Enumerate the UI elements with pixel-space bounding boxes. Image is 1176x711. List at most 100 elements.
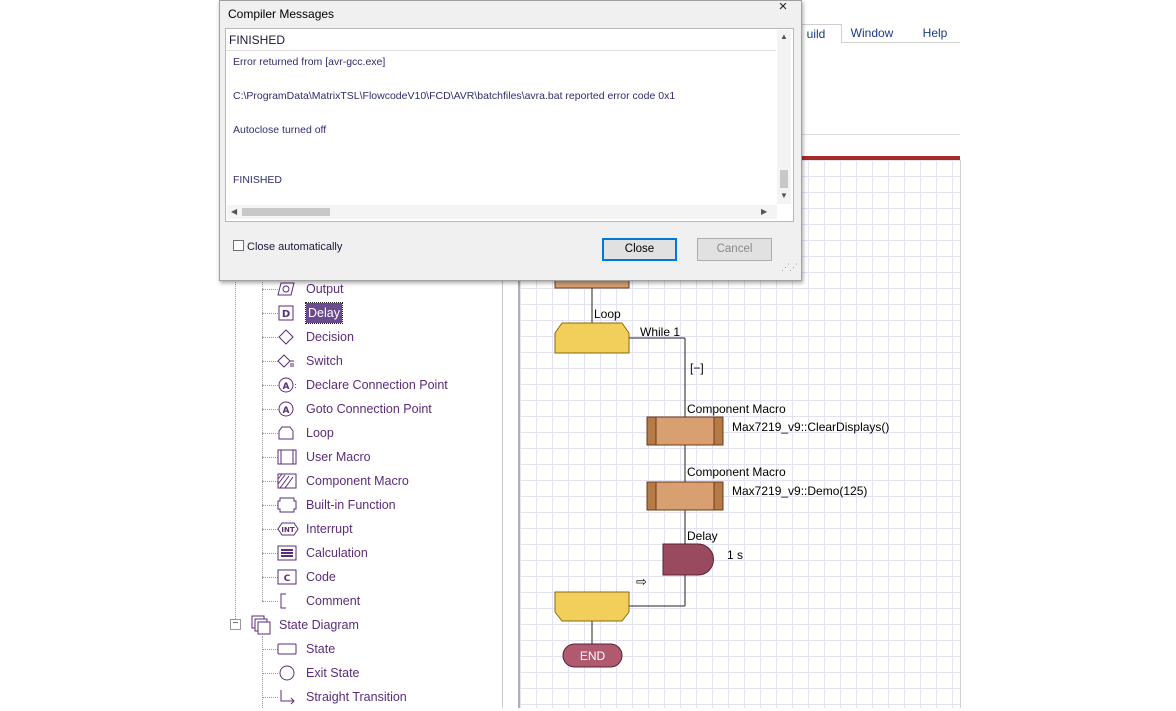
- collapse-icon[interactable]: −: [230, 619, 241, 630]
- close-icon[interactable]: ×: [778, 0, 788, 15]
- tree-item-label: Straight Transition: [306, 690, 407, 704]
- tree-connector: [262, 385, 278, 386]
- svg-text:A: A: [283, 406, 290, 416]
- command-tree-panel: [219, 279, 503, 708]
- goto-connection-point-icon: A: [277, 401, 295, 417]
- tree-item-straight-transition[interactable]: Straight Transition: [219, 687, 502, 707]
- message-line: C:\ProgramData\MatrixTSL\FlowcodeV10\FCD…: [233, 90, 676, 102]
- horizontal-scroll-thumb[interactable]: [242, 208, 330, 216]
- user-macro-icon: [277, 449, 297, 465]
- loop-end-block[interactable]: [554, 591, 630, 622]
- tree-item-label: Code: [306, 570, 336, 584]
- output-icon: [277, 281, 295, 297]
- message-line: Error returned from [avr-gcc.exe]: [233, 56, 386, 68]
- tree-item-output[interactable]: Output: [219, 279, 502, 299]
- decision-icon: [277, 329, 295, 345]
- delay-block[interactable]: [662, 543, 714, 576]
- messages-header: FINISHED: [229, 33, 286, 47]
- tree-item-state[interactable]: State: [219, 639, 502, 659]
- tree-item-comment[interactable]: Comment: [219, 591, 502, 611]
- tree-item-component-macro[interactable]: Component Macro: [219, 471, 502, 491]
- tree-guide-line: [262, 636, 263, 708]
- tree-item-label: Switch: [306, 354, 343, 368]
- calculation-icon: [277, 545, 297, 561]
- menu-window[interactable]: Window: [850, 26, 894, 40]
- tree-item-code[interactable]: C Code: [219, 567, 502, 587]
- menu-build[interactable]: uild: [790, 24, 842, 43]
- tree-item-label: Declare Connection Point: [306, 378, 448, 392]
- code-icon: C: [277, 569, 297, 585]
- tree-item-interrupt[interactable]: INT Interrupt: [219, 519, 502, 539]
- state-diagram-icon: [251, 615, 271, 635]
- cancel-button[interactable]: Cancel: [697, 238, 772, 261]
- checkbox-icon[interactable]: [233, 240, 244, 251]
- menu-help[interactable]: Help: [922, 26, 948, 40]
- declare-connection-point-icon: A:: [277, 377, 297, 393]
- close-automatically-label: Close automatically: [247, 241, 343, 253]
- delay-title: Delay: [687, 529, 718, 543]
- messages-header-divider: [226, 50, 776, 51]
- close-automatically-checkbox[interactable]: Close automatically: [233, 240, 342, 253]
- vertical-scroll-thumb[interactable]: [780, 170, 788, 188]
- builtin-function-icon: [277, 497, 297, 513]
- tree-item-label: State: [306, 642, 336, 656]
- tree-item-decision[interactable]: Decision: [219, 327, 502, 347]
- macro1-call: Max7219_v9::ClearDisplays(): [732, 420, 890, 434]
- resize-grip-icon[interactable]: ⋰⋰: [781, 262, 798, 272]
- cursor-icon: ⇨: [636, 574, 647, 589]
- tree-item-declare-connection-point[interactable]: A: Declare Connection Point: [219, 375, 502, 395]
- tree-item-builtin-function[interactable]: Built-in Function: [219, 495, 502, 515]
- loop-collapse-toggle[interactable]: [−]: [690, 361, 704, 375]
- svg-text:C: C: [284, 574, 291, 584]
- loop-start-block[interactable]: [554, 322, 630, 354]
- horizontal-scrollbar[interactable]: ◀ ▶: [227, 205, 777, 219]
- tree-item-user-macro[interactable]: User Macro: [219, 447, 502, 467]
- tree-connector: [262, 673, 278, 674]
- while-label: While 1: [640, 325, 681, 339]
- tree-item-exit-state[interactable]: Exit State: [219, 663, 502, 683]
- tree-connector: [262, 577, 278, 578]
- delay-value: 1 s: [727, 548, 744, 562]
- close-button[interactable]: Close: [602, 238, 677, 261]
- delay-icon: D: [277, 305, 295, 321]
- scroll-up-icon[interactable]: ▲: [780, 32, 788, 41]
- scroll-right-icon[interactable]: ▶: [761, 207, 768, 216]
- loop-label: Loop: [594, 307, 621, 321]
- dialog-title: Compiler Messages: [228, 7, 335, 21]
- interrupt-icon: INT: [277, 521, 299, 537]
- compiler-messages-dialog: Compiler Messages × FINISHED Error retur…: [219, 0, 802, 281]
- end-block[interactable]: [562, 643, 623, 668]
- tree-connector: [262, 505, 278, 506]
- tree-connector: [262, 481, 278, 482]
- switch-icon: [277, 353, 295, 369]
- vertical-scrollbar[interactable]: ▲ ▼: [777, 30, 791, 204]
- messages-panel[interactable]: FINISHED Error returned from [avr-gcc.ex…: [225, 28, 794, 222]
- tree-connector: [262, 649, 278, 650]
- tree-connector: [262, 361, 278, 362]
- tree-connector: [262, 601, 278, 602]
- scroll-down-icon[interactable]: ▼: [780, 191, 788, 200]
- component-macro-block-1[interactable]: [646, 416, 724, 446]
- macro1-title: Component Macro: [687, 402, 786, 416]
- svg-text:A: A: [283, 382, 290, 392]
- tree-item-state-diagram[interactable]: −State Diagram: [219, 615, 502, 635]
- tree-connector: [262, 337, 278, 338]
- tree-guide-line: [262, 279, 263, 601]
- tree-item-label: Component Macro: [306, 474, 409, 488]
- tree-item-calculation[interactable]: Calculation: [219, 543, 502, 563]
- tree-item-label: Calculation: [306, 546, 368, 560]
- scroll-left-icon[interactable]: ◀: [231, 207, 238, 216]
- component-macro-icon: [277, 473, 297, 489]
- straight-transition-icon: [277, 689, 295, 705]
- macro2-call: Max7219_v9::Demo(125): [732, 484, 868, 498]
- tree-item-loop[interactable]: Loop: [219, 423, 502, 443]
- tree-item-label: Built-in Function: [306, 498, 396, 512]
- tree-item-switch[interactable]: Switch: [219, 351, 502, 371]
- svg-text:INT: INT: [281, 526, 294, 534]
- component-macro-block-2[interactable]: [646, 481, 724, 511]
- tree-item-label: Interrupt: [306, 522, 353, 536]
- tree-connector: [262, 697, 278, 698]
- tree-connector: [262, 433, 278, 434]
